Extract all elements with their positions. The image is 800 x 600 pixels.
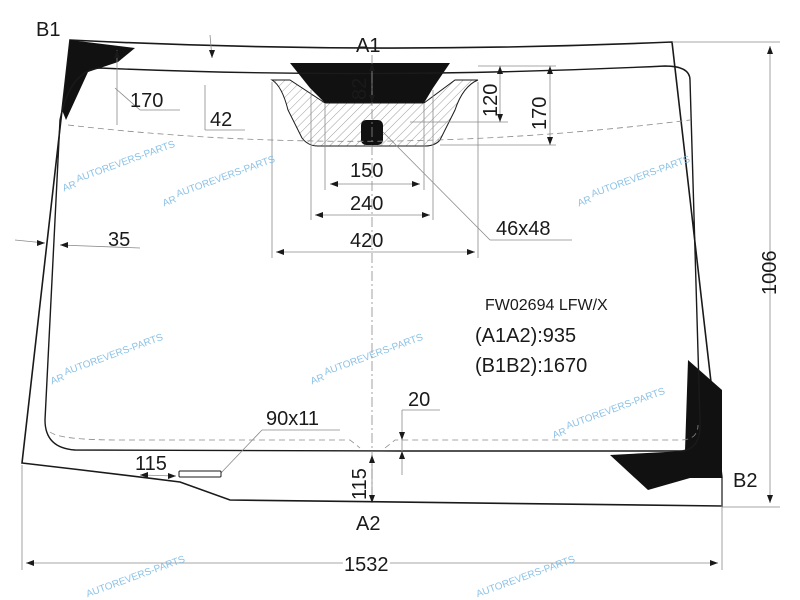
- dim-115-left: 115: [135, 453, 167, 475]
- heating-contact: [178, 470, 222, 478]
- b1b2-value: (B1B2):1670: [475, 355, 587, 377]
- label-a1: A1: [356, 35, 380, 57]
- watermark-text: AUTOREVERS-PARTS: [565, 386, 667, 432]
- dim-420: 420: [350, 230, 383, 252]
- watermark-logo: AR: [551, 426, 568, 441]
- watermark-text: AUTOREVERS-PARTS: [85, 554, 187, 600]
- label-b2: B2: [733, 470, 757, 492]
- watermark-text: AUTOREVERS-PARTS: [590, 154, 692, 200]
- watermark-text: AUTOREVERS-PARTS: [63, 332, 165, 378]
- a1a2-value: (A1A2):935: [475, 325, 576, 347]
- dim-82: 82: [349, 78, 371, 100]
- dim-170-left: 170: [130, 90, 163, 112]
- dim-1532: 1532: [344, 554, 389, 576]
- watermark-text: AUTOREVERS-PARTS: [475, 554, 577, 600]
- dim-120: 120: [480, 84, 502, 117]
- glass-outer-edge: [21, 39, 723, 507]
- watermark-logo: AR: [576, 194, 593, 209]
- dim-35: 35: [108, 229, 130, 251]
- dim-240: 240: [350, 193, 383, 215]
- frit-top-left: [62, 40, 135, 120]
- dim-150: 150: [350, 160, 383, 182]
- watermark-logo: AR: [61, 179, 78, 194]
- dim-46x48: 46x48: [496, 218, 551, 240]
- glass-inner-edge: [44, 65, 701, 452]
- watermark-text: AUTOREVERS-PARTS: [323, 332, 425, 378]
- sensor-zone: [270, 79, 479, 147]
- dim-115-bottom: 115: [349, 468, 371, 500]
- dim-170-right: 170: [529, 97, 551, 130]
- dim-42: 42: [210, 109, 232, 131]
- dimension-lines: [14, 34, 780, 570]
- frit-bottom-right: [610, 360, 722, 490]
- watermark-logo: AR: [161, 194, 178, 209]
- arrowheads: [26, 46, 773, 566]
- dim-90x11: 90x11: [266, 408, 319, 430]
- label-a2: A2: [356, 513, 380, 535]
- visible-area-line-bottom: [49, 424, 699, 449]
- label-b1: B1: [36, 19, 60, 41]
- visible-area-line-top: [67, 119, 691, 142]
- dim-1006: 1006: [759, 251, 781, 296]
- part-number: FW02694 LFW/X: [485, 297, 608, 314]
- watermark-text: AUTOREVERS-PARTS: [175, 154, 277, 200]
- watermark-logo: AR: [309, 372, 326, 387]
- dim-20: 20: [408, 389, 430, 411]
- watermark-logo: AR: [49, 372, 66, 387]
- watermark-text: AUTOREVERS-PARTS: [75, 139, 177, 185]
